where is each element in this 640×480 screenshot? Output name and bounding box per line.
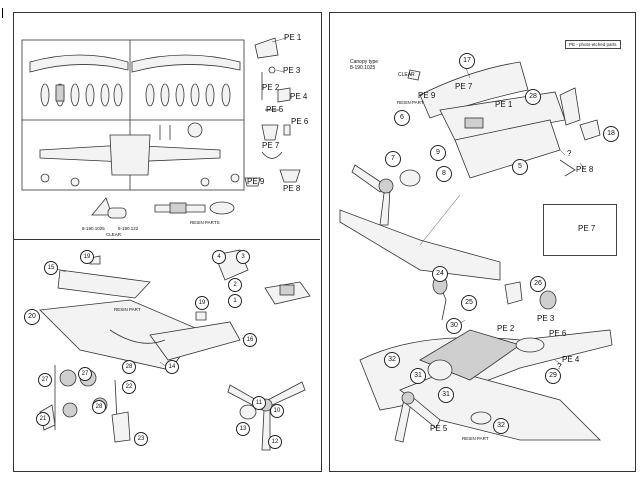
callout-26: 26 [530,276,546,292]
sprue-frame [21,39,245,191]
callout-11: 11 [252,396,266,410]
callout-10: 10 [270,404,284,418]
pe-9-label: PE 9 [247,177,265,186]
edge-mark [2,8,3,18]
clear-label-left: CLEAR [106,232,122,237]
pe-8-label-right: PE 8 [576,165,594,174]
canopy-type-line1: Canopy type [350,59,379,65]
propeller-drawing-left [227,381,306,451]
callout-25: 25 [461,295,477,311]
callout-29: 29 [545,368,561,384]
pe-4-label: PE 4 [290,92,308,101]
pe-2-label-step3: PE 2 [497,324,515,333]
callout-2: 2 [228,278,242,292]
pe-7-label-right: PE 7 [455,82,473,91]
callout-7: 7 [385,151,401,167]
callout-3: 3 [236,250,250,264]
callout-28-top: 28 [122,360,136,374]
resin-parts-label: RESIN PARTS [190,220,220,225]
pe-1-label: PE 1 [284,33,302,42]
clear-label-right: CLEAR [398,72,415,78]
question-mark-top: ? [567,149,572,158]
canopy-code-right: 8-190.122 [118,226,139,231]
pe-parts-drawings [244,37,301,187]
fuselage-assembly-drawing [407,61,601,179]
pe-2-label: PE 2 [262,83,280,92]
callout-1: 1 [228,294,242,308]
legend-pe-photo-etched: PE - photo-etched parts [565,40,621,49]
resin-part-label-left: RESIN PART [114,307,141,312]
pe-1-label-right: PE 1 [495,100,513,109]
pe-3-label-step3: PE 3 [537,314,555,323]
pe-5-label-step3: PE 5 [430,424,448,433]
callout-8: 8 [436,166,452,182]
callout-23: 23 [134,432,148,446]
canopy-code-left: 8-190.1025 [82,226,105,231]
pe-5-label: PE 5 [266,105,284,114]
callout-20: 20 [24,309,40,325]
wing-drawing-right [339,194,501,281]
question-mark-bottom: ? [557,362,562,371]
callout-17: 17 [459,53,475,69]
resin-part-label-step3: RESIN PART [462,436,489,441]
callout-14: 14 [165,360,179,374]
pe-9-label-right: PE 9 [418,91,436,100]
callout-18: 18 [603,126,619,142]
callout-31-top: 31 [410,368,426,384]
left-page-divider [13,239,320,240]
callout-19-right: 19 [195,296,209,310]
callout-16: 16 [243,333,257,347]
callout-22: 22 [122,380,136,394]
callout-32-top: 32 [384,352,400,368]
inset-pe-7-label: PE 7 [578,224,596,233]
callout-21: 21 [36,412,50,426]
callout-27-left: 27 [38,373,52,387]
inset-box-pe7 [543,204,617,256]
pe-8-label: PE 8 [283,184,301,193]
callout-6: 6 [394,110,410,126]
callout-5: 5 [512,159,528,175]
pe-6-label: PE 6 [291,117,309,126]
pe-7-label: PE 7 [262,141,280,150]
callout-19-top: 19 [80,250,94,264]
resin-part-label-right: RESIN PART [397,100,424,105]
callout-31-bottom: 31 [438,387,454,403]
callout-30: 30 [446,318,462,334]
callout-28-bottom: 28 [92,400,106,414]
callout-9: 9 [430,145,446,161]
callout-15: 15 [44,261,58,275]
wing-assembly-drawing [39,255,241,371]
propeller-drawing-right [351,164,421,226]
canopy-and-resin-drawings [91,197,235,219]
canopy-type-line2: 8-190.1025 [350,65,376,71]
callout-27-right: 27 [78,367,92,381]
landing-gear-drawing [39,365,131,443]
callout-4: 4 [212,250,226,264]
callout-12: 12 [268,435,282,449]
callout-28-right: 28 [525,89,541,105]
callout-13: 13 [236,422,250,436]
pe-3-label: PE 3 [283,66,301,75]
callout-32-bottom: 32 [493,418,509,434]
callout-24: 24 [432,266,448,282]
pe-4-label-step3: PE 4 [562,355,580,364]
pe-6-label-step3: PE 6 [549,329,567,338]
